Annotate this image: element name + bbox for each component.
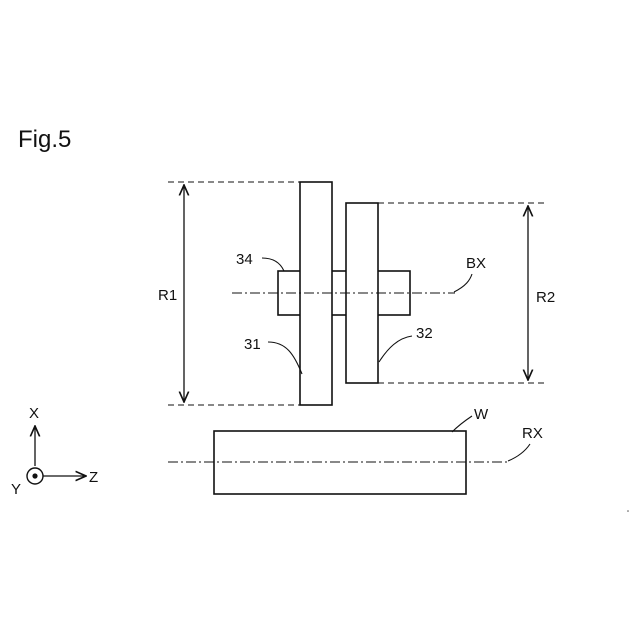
- part31-label: 31: [244, 336, 261, 353]
- part31-leader: [268, 342, 302, 374]
- part34-leader: [262, 258, 284, 271]
- rx-label: RX: [522, 425, 543, 442]
- r1-label: R1: [158, 287, 177, 304]
- z-axis-label: Z: [89, 469, 98, 486]
- figure-title: Fig.5: [18, 126, 71, 153]
- part34-label: 34: [236, 251, 253, 268]
- y-out-of-plane-dot: [32, 473, 37, 478]
- x-axis-label: X: [29, 405, 39, 422]
- part32-label: 32: [416, 325, 433, 342]
- bx-label: BX: [466, 255, 486, 272]
- w-label: W: [474, 406, 489, 423]
- bx-leader: [454, 274, 472, 292]
- rx-leader: [508, 444, 530, 461]
- y-axis-label: Y: [11, 481, 21, 498]
- part32-leader: [379, 336, 412, 362]
- w-leader: [452, 416, 472, 432]
- r2-label: R2: [536, 289, 555, 306]
- stray-mark: [627, 510, 629, 512]
